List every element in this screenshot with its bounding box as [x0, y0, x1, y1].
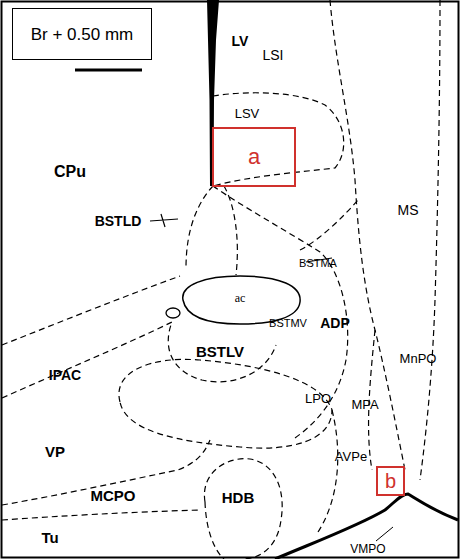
- section-level: Br + 0.50 mm: [31, 26, 134, 43]
- vp-boundary: [2, 440, 210, 505]
- region-boundaries: [2, 0, 440, 559]
- bstlv-boundary: [2, 322, 276, 398]
- scale-box: Br + 0.50 mm: [12, 8, 152, 60]
- region-label: MPA: [351, 398, 378, 411]
- region-label: BSTMV: [269, 318, 307, 329]
- lsv-boundary: [213, 93, 344, 186]
- leader-line: [150, 214, 178, 227]
- ipac-upper-boundary: [2, 276, 180, 345]
- region-label: VP: [45, 444, 65, 459]
- region-label: MnPO: [400, 352, 437, 365]
- bst-medial-boundary: [213, 186, 348, 440]
- region-box: a: [212, 127, 296, 187]
- region-label: Tu: [41, 530, 58, 545]
- tu-boundary: [2, 510, 200, 520]
- region-label: BSTMA: [299, 258, 337, 269]
- region-label: HDB: [222, 490, 255, 505]
- region-label: IPAC: [49, 368, 81, 382]
- region-label: MCPO: [91, 488, 136, 503]
- region-label: BSTLD: [95, 214, 142, 228]
- bstld-boundary: [186, 186, 213, 268]
- panel-letter: a: [248, 146, 260, 168]
- region-label: LSI: [262, 48, 283, 62]
- mpo-boundary: [318, 410, 338, 532]
- septum-boundary: [330, 0, 405, 470]
- midline-boundary: [420, 0, 440, 480]
- hdb-boundary: [204, 459, 282, 559]
- ventral-surface: [275, 494, 458, 559]
- leader-line: [376, 527, 393, 541]
- region-box: b: [376, 466, 405, 496]
- lpo-boundary: [119, 359, 332, 448]
- commissure-fragment: [166, 308, 180, 318]
- bstma-boundary: [300, 200, 358, 250]
- region-label: VMPO: [350, 543, 385, 555]
- region-label: ADP: [320, 316, 350, 330]
- region-label: BSTLV: [196, 344, 244, 359]
- region-label: LSV: [235, 107, 260, 120]
- region-label: LPO: [305, 392, 331, 405]
- region-label: MS: [398, 203, 419, 217]
- panel-letter: b: [385, 471, 396, 491]
- bst-inner-boundary: [224, 186, 237, 275]
- region-label: ac: [235, 292, 246, 304]
- region-label: CPu: [54, 164, 86, 180]
- scale-bar: [75, 69, 142, 72]
- region-label: LV: [232, 34, 249, 48]
- region-label: AVPe: [335, 450, 367, 463]
